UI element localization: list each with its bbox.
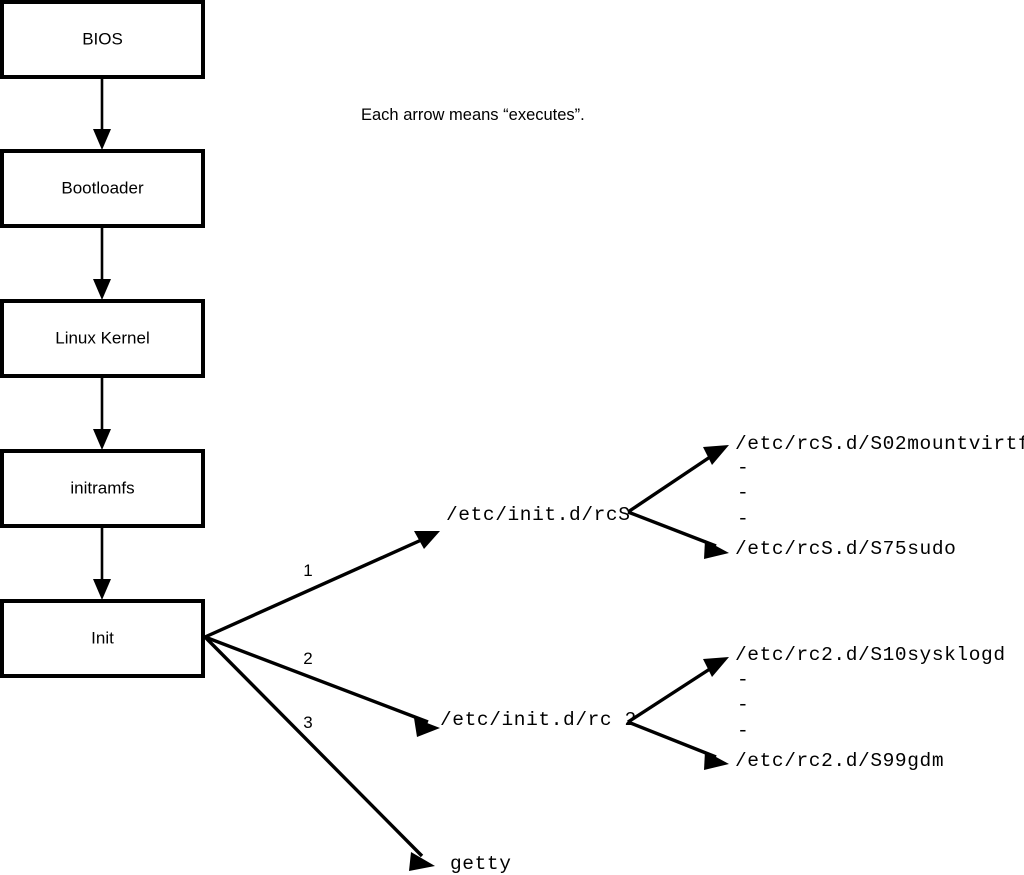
arrow-bios-to-bootloader	[93, 79, 111, 150]
arrow-rc2-to-last-script	[627, 720, 729, 770]
node-box-kernel	[0, 299, 205, 378]
node-group-init: Init	[0, 599, 205, 678]
script-label-rc2-first: /etc/rc2.d/S10sysklogd	[735, 644, 1006, 666]
script-label-getty: getty	[450, 853, 512, 875]
arrow-kernel-to-initramfs	[93, 378, 111, 450]
node-label-bios: BIOS	[82, 29, 123, 48]
arrow-rcs-to-first-script	[627, 445, 729, 514]
node-box-bootloader	[0, 149, 205, 228]
arrow-init-to-getty	[203, 635, 435, 871]
ellipsis-dash-rc2-1: -	[737, 669, 749, 691]
script-label-rcs-first: /etc/rcS.d/S02mountvirtfs	[735, 433, 1024, 455]
edge-number-3: 3	[303, 713, 312, 732]
node-box-init	[0, 599, 205, 678]
ellipsis-dash-rcs-1: -	[737, 457, 749, 479]
node-label-initramfs: initramfs	[70, 478, 134, 497]
arrow-bootloader-to-kernel	[93, 228, 111, 300]
script-label-rcs-last: /etc/rcS.d/S75sudo	[735, 538, 956, 560]
ellipsis-dash-rcs-2: -	[737, 482, 749, 504]
script-label-rcs: /etc/init.d/rcS	[446, 504, 631, 526]
node-group-bootloader: Bootloader	[0, 149, 205, 228]
node-group-bios: BIOS	[0, 0, 205, 79]
node-group-initramfs: initramfs	[0, 449, 205, 528]
ellipsis-dash-rcs-3: -	[737, 508, 749, 530]
ellipsis-dash-rc2-3: -	[737, 720, 749, 742]
node-label-init: Init	[91, 628, 114, 647]
script-label-rc2: /etc/init.d/rc 2	[440, 709, 637, 731]
arrow-rc2-to-first-script	[627, 657, 729, 724]
node-box-bios	[0, 0, 205, 79]
script-label-rc2-last: /etc/rc2.d/S99gdm	[735, 750, 944, 772]
diagram-caption: Each arrow means “executes”.	[361, 106, 585, 124]
edge-number-1: 1	[303, 561, 312, 580]
edge-number-2: 2	[303, 649, 312, 668]
node-box-initramfs	[0, 449, 205, 528]
arrow-init-to-rc2	[204, 635, 440, 737]
node-label-bootloader: Bootloader	[61, 178, 144, 197]
arrow-rcs-to-last-script	[627, 510, 729, 559]
arrow-initramfs-to-init	[93, 528, 111, 600]
ellipsis-dash-rc2-2: -	[737, 694, 749, 716]
arrow-init-to-rcs	[204, 531, 440, 639]
node-group-kernel: Linux Kernel	[0, 299, 205, 378]
node-label-kernel: Linux Kernel	[55, 328, 150, 347]
